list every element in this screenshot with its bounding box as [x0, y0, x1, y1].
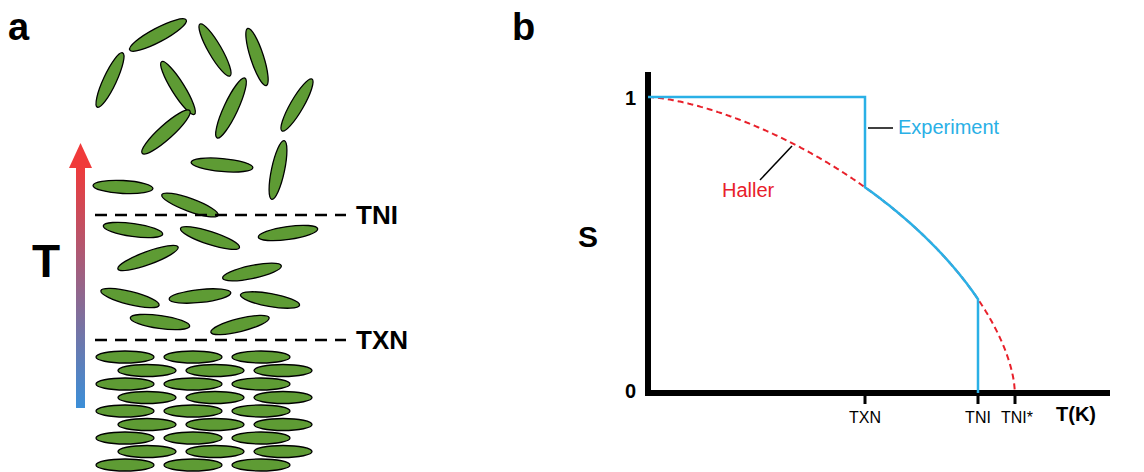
tick: [1014, 393, 1017, 404]
label: Experiment: [898, 117, 999, 137]
molecule: [164, 432, 222, 444]
molecule: [232, 351, 290, 363]
molecule: [96, 405, 154, 417]
label: S: [578, 222, 598, 252]
label: TNI*: [1001, 410, 1033, 426]
molecule: [209, 311, 270, 338]
phase-boundary: [95, 214, 346, 217]
molecule: [186, 446, 244, 458]
molecule: [160, 189, 221, 222]
molecule: [232, 459, 290, 471]
molecule: [179, 222, 242, 254]
temperature-arrow: [76, 165, 85, 408]
molecule: [265, 139, 290, 200]
molecules: [91, 14, 318, 471]
molecule: [239, 288, 300, 311]
leader-line: [868, 127, 893, 129]
experiment-curve: [648, 97, 978, 393]
molecule: [156, 58, 200, 117]
molecule: [118, 392, 176, 404]
label: Haller: [722, 180, 774, 200]
molecule: [164, 459, 222, 471]
molecule: [186, 392, 244, 404]
label: TNI: [356, 202, 398, 228]
molecule: [276, 76, 317, 134]
x-axis: [645, 390, 1110, 396]
label: TNI: [965, 410, 991, 426]
molecule: [118, 446, 176, 458]
molecule: [118, 365, 176, 377]
molecule: [126, 14, 189, 56]
molecule: [232, 432, 290, 444]
molecule: [118, 419, 176, 431]
tick: [977, 393, 980, 404]
label: TXN: [356, 327, 408, 353]
molecule: [96, 378, 154, 390]
molecule: [93, 179, 154, 195]
phase-boundary: [95, 339, 346, 342]
molecule: [164, 351, 222, 363]
label: a: [8, 8, 29, 46]
molecule: [102, 219, 163, 240]
molecule: [96, 351, 154, 363]
molecule: [254, 446, 312, 458]
molecule: [254, 365, 312, 377]
y-axis: [645, 72, 651, 396]
label: 0: [625, 381, 636, 401]
molecule: [91, 50, 128, 110]
molecule: [96, 432, 154, 444]
molecule: [191, 156, 254, 174]
molecule: [257, 222, 318, 243]
molecule: [164, 405, 222, 417]
molecule: [138, 105, 195, 158]
haller-curve: [648, 97, 1015, 393]
label: T: [32, 238, 60, 284]
molecule: [254, 419, 312, 431]
molecule: [99, 284, 160, 311]
molecule: [211, 75, 252, 141]
molecule: [129, 311, 190, 332]
label: T(K): [1056, 404, 1096, 424]
molecule: [164, 378, 222, 390]
leader-line: [760, 146, 792, 180]
molecule: [194, 21, 235, 79]
molecule: [186, 365, 244, 377]
label: TXN: [849, 410, 881, 426]
molecule: [232, 405, 290, 417]
molecule: [221, 259, 282, 284]
temperature-arrowhead: [69, 143, 92, 168]
molecule: [232, 378, 290, 390]
molecule: [116, 241, 181, 275]
label: 1: [625, 88, 636, 108]
tick: [864, 393, 867, 404]
molecule: [96, 459, 154, 471]
label: b: [512, 8, 535, 46]
molecule: [168, 286, 231, 305]
molecule: [186, 419, 244, 431]
molecule: [254, 392, 312, 404]
